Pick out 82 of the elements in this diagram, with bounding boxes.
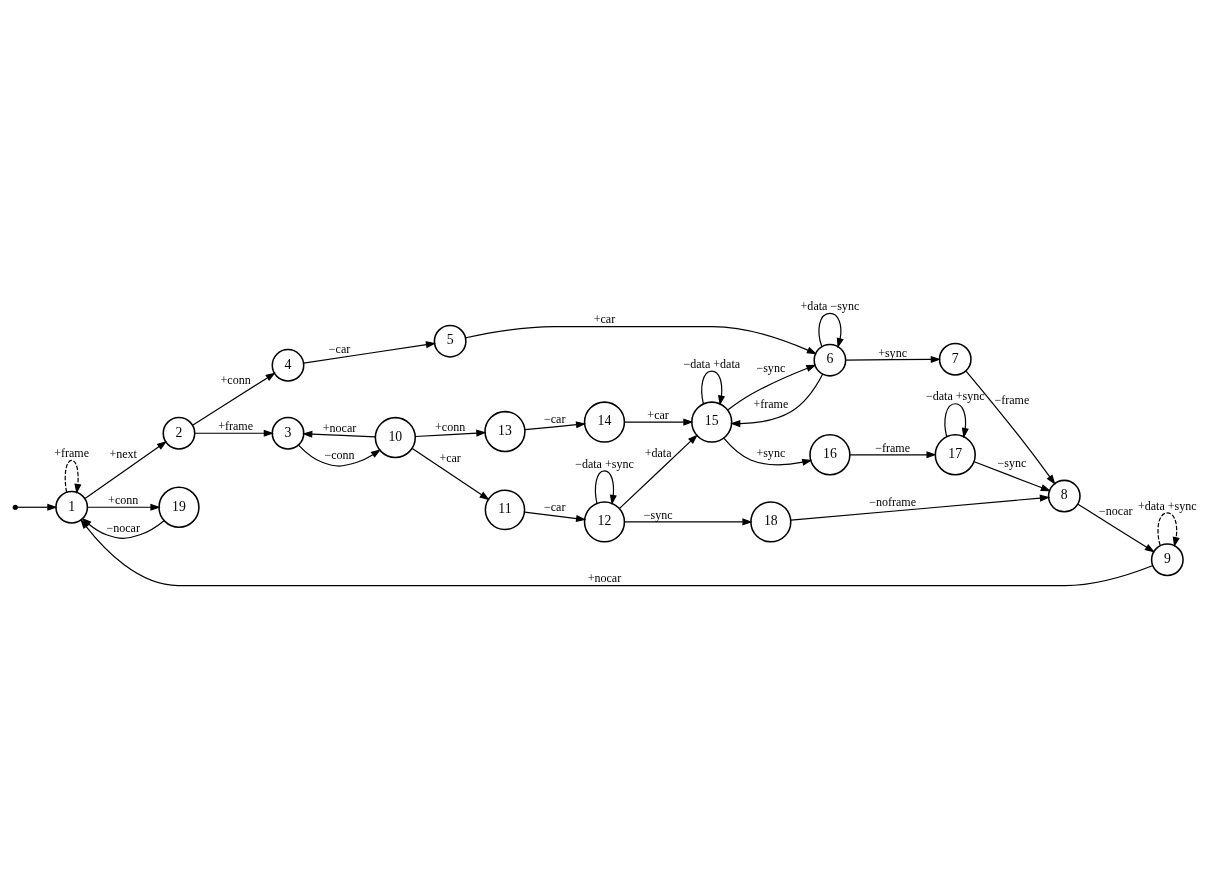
arrow [64,459,82,494]
edge-label: −car [328,341,351,356]
edge-label: +conn [220,373,251,388]
node-circle: 7 [938,342,972,376]
arrow [845,355,941,363]
node-circle: 1 [55,490,89,524]
arrow [524,421,587,431]
arrow [192,372,276,426]
edge-label: +conn [108,492,139,507]
edge-label: +car [593,312,616,327]
arrow [818,312,844,349]
node-circle: 3 [271,416,305,450]
node-circle: 14 [583,401,626,443]
edge-label: +sync [878,345,907,360]
node-circle: 13 [484,410,526,453]
node-circle: 15 [691,401,733,443]
edge-label: −car [543,412,566,427]
arrow [87,503,161,511]
edge-label: −noframe [869,494,917,509]
arrow [790,494,1051,521]
node-circle: 4 [271,348,305,382]
arrow [973,461,1051,492]
node-circle: 5 [433,324,467,358]
node-circle: 8 [1047,479,1081,513]
arrow [624,418,694,426]
arrow [727,364,817,411]
node-circle: 17 [934,434,976,476]
node-circle: 10 [374,416,417,459]
node-circle: 12 [583,501,626,543]
edge-label: +data [644,445,672,460]
edge-label: −data +data [683,356,741,371]
arrow [523,511,587,523]
arrow [624,518,753,526]
arrow [84,441,168,500]
arrow [944,403,969,439]
edge-label: +car [647,407,669,422]
edge-label: −conn [324,448,355,463]
edge-label: −sync [756,361,786,376]
arrow [965,370,1056,485]
arrow [298,444,382,467]
node-circle: 11 [484,489,526,531]
edge-label: −nocar [106,520,140,535]
edge-label: +frame [753,397,789,412]
edge-label: −nocar [1099,504,1133,519]
edge-label: +car [439,450,461,465]
edge-label: −data +sync [575,456,634,471]
edge-label: +conn [435,419,466,434]
node-circle: 16 [809,434,851,476]
arrow [701,370,725,406]
arrow [723,437,813,466]
edge-label: +next [109,446,137,461]
node-circle: 19 [158,486,200,528]
edge-label: +frame [54,446,90,461]
edge-label: −data +sync [925,389,985,404]
arrow [1077,503,1155,553]
arrow [730,373,824,428]
arrow [302,430,376,438]
arrow [619,434,698,510]
edge-label: +data −sync [800,299,860,314]
arrow [1157,512,1180,548]
edge-label: −sync [997,456,1027,470]
edge-label: +data +sync [1137,498,1197,513]
edge-label: −sync [643,507,673,522]
edge-label: +frame [218,419,254,433]
node-circle: 9 [1150,543,1184,577]
arrow [303,341,437,364]
arrow [194,429,274,437]
arrow [411,447,490,501]
arrow [465,325,818,355]
node-circle: 18 [750,501,792,543]
arrow [414,429,487,438]
node-circle: 2 [162,416,196,450]
edge-label: +nocar [587,571,622,586]
edge-label: −frame [875,440,910,455]
edge-label: −car [543,499,566,514]
arrow [16,503,58,511]
arrow [594,470,617,506]
edge-label: −frame [994,393,1030,408]
edge-label: +nocar [322,420,357,435]
node-circle: 6 [813,343,847,377]
edge-label: +sync [756,445,786,460]
arrow [849,451,937,459]
